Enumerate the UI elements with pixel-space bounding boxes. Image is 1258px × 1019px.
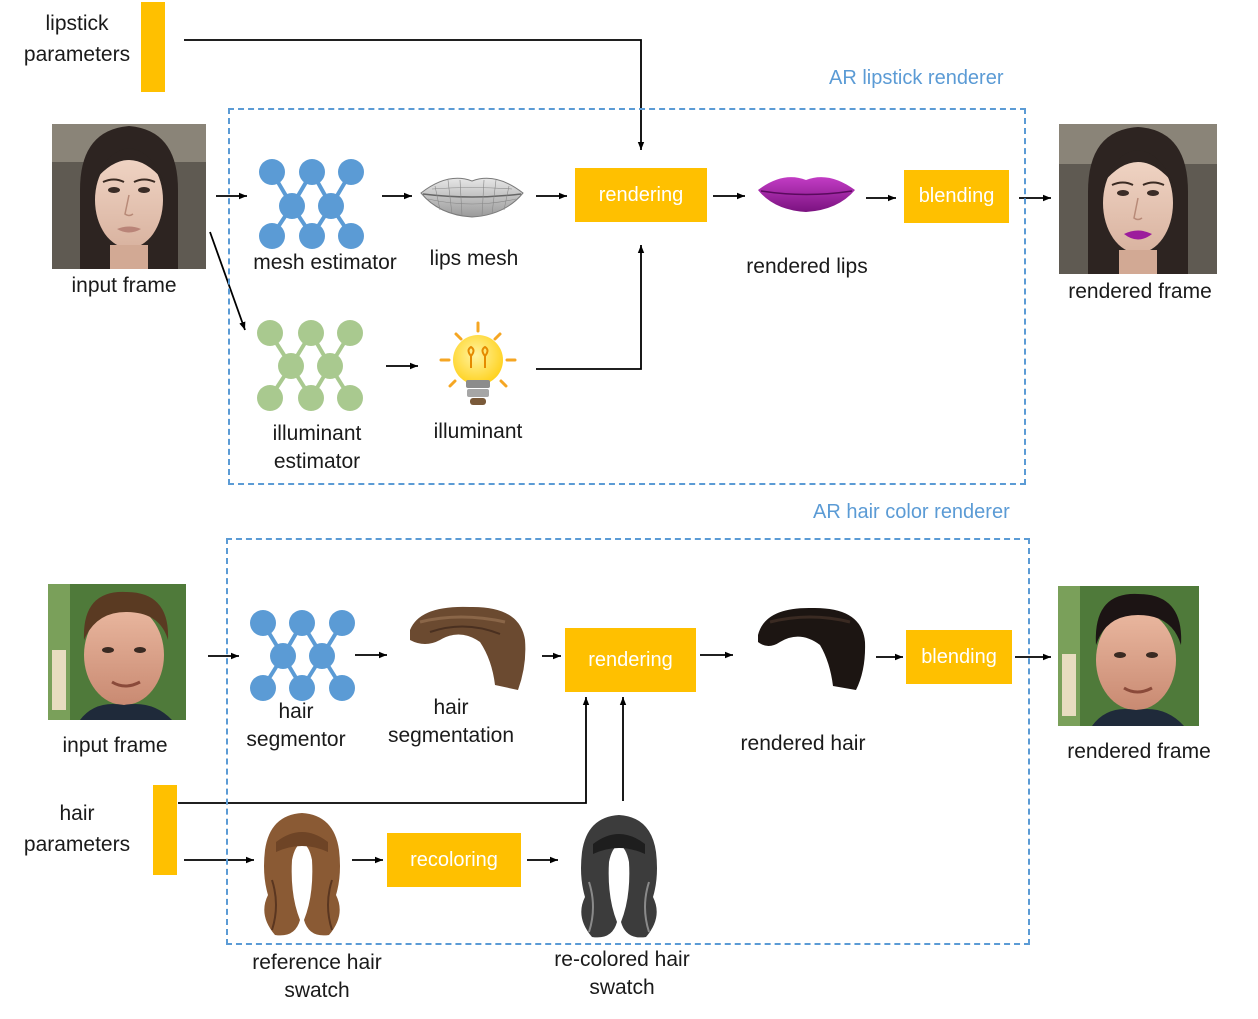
hair-output-label: rendered frame [1067, 740, 1211, 763]
lipstick-renderer-frame [228, 108, 1026, 485]
hair-renderer-frame [226, 538, 1030, 945]
mesh-estimator-label: mesh estimator [253, 251, 397, 274]
reference-hair-swatch-label: reference hair swatch [252, 951, 382, 1002]
hair-segmentor-network-icon [250, 610, 355, 701]
lipstick-parameters-bar [141, 2, 165, 92]
hair-blending-box: blending [906, 630, 1012, 684]
recolored-hair-swatch-label: re-colored hair swatch [554, 948, 690, 999]
lipstick-input-photo [52, 124, 206, 269]
hair-output-photo [1058, 586, 1199, 726]
rendered-hair-icon [758, 607, 866, 690]
hair-parameters-label: hair parameters [23, 802, 131, 856]
lipstick-arrows [184, 39, 1051, 370]
reference-hair-swatch-icon [264, 813, 340, 936]
lipstick-input-label: input frame [71, 274, 177, 297]
lipstick-parameters-label: lipstick parameters [23, 12, 131, 66]
recoloring-box: recoloring [387, 833, 521, 887]
hair-input-photo [48, 584, 186, 720]
hair-segmentation-icon [410, 606, 526, 690]
hair-parameters-bar [153, 785, 177, 875]
lightbulb-icon [439, 321, 517, 405]
lipstick-output-label: rendered frame [1068, 280, 1212, 303]
hair-segmentor-label: hair segmentor [246, 700, 346, 751]
illuminant-estimator-network-icon [257, 320, 363, 411]
lips-mesh-label: lips mesh [429, 247, 519, 270]
lips-mesh-icon [420, 177, 524, 218]
recolored-hair-swatch-icon [581, 815, 657, 938]
hair-rendering-box: rendering [565, 628, 696, 692]
lipstick-rendering-box: rendering [575, 168, 707, 222]
hair-input-label: input frame [62, 734, 168, 757]
illuminant-estimator-label: illuminant estimator [272, 422, 362, 473]
lipstick-output-photo [1059, 124, 1217, 274]
hair-segmentation-label: hair segmentation [387, 696, 515, 747]
lipstick-section-title: AR lipstick renderer [829, 67, 1004, 89]
rendered-lips-icon [758, 177, 855, 212]
rendered-hair-label: rendered hair [740, 732, 866, 755]
lipstick-blending-box: blending [904, 170, 1009, 223]
hair-section-title: AR hair color renderer [813, 501, 1010, 523]
rendered-lips-label: rendered lips [746, 255, 868, 278]
hair-arrows [178, 651, 1051, 864]
mesh-estimator-network-icon [259, 159, 364, 249]
illuminant-label: illuminant [433, 420, 523, 443]
